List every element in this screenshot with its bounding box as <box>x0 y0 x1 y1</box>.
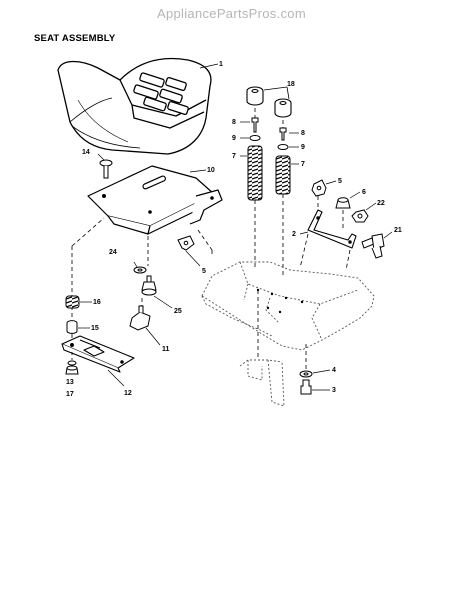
callout-22: 22 <box>377 200 385 207</box>
washer <box>299 370 313 378</box>
callout-24: 24 <box>109 249 117 256</box>
callout-25: 25 <box>174 308 182 315</box>
hinge-bolt <box>99 159 113 179</box>
callout-18: 18 <box>287 81 295 88</box>
nut <box>65 365 79 375</box>
seat-bracket <box>307 209 357 249</box>
spring <box>247 145 291 201</box>
callout-8a: 8 <box>232 119 236 126</box>
spring <box>65 295 80 309</box>
callout-4: 4 <box>332 367 336 374</box>
callout-5a: 5 <box>338 178 342 185</box>
callout-11: 11 <box>162 346 170 353</box>
callout-7a: 7 <box>232 153 236 160</box>
callout-13: 13 <box>66 379 74 386</box>
seat-pan <box>87 165 223 235</box>
washer <box>133 266 147 274</box>
slide-plate <box>61 335 135 373</box>
callout-12: 12 <box>124 390 132 397</box>
callout-9b: 9 <box>301 144 305 151</box>
callout-7b: 7 <box>301 161 305 168</box>
callout-14: 14 <box>82 149 90 156</box>
callout-3: 3 <box>332 387 336 394</box>
shoulder-bolt <box>361 233 385 259</box>
callout-9a: 9 <box>232 135 236 142</box>
callout-10: 10 <box>207 167 215 174</box>
clamp <box>177 235 195 251</box>
nut <box>351 209 369 223</box>
spacer <box>66 320 78 334</box>
diagram-title: SEAT ASSEMBLY <box>34 33 116 44</box>
callout-16: 16 <box>93 299 101 306</box>
washer <box>249 135 289 150</box>
knob-stud <box>141 275 157 296</box>
bolt <box>300 379 312 395</box>
callout-6: 6 <box>362 189 366 196</box>
callout-5b: 5 <box>202 268 206 275</box>
nut <box>335 197 351 209</box>
callout-17: 17 <box>66 391 74 398</box>
callout-2: 2 <box>292 231 296 238</box>
adjustment-knob <box>129 305 151 331</box>
fender-outline <box>201 261 375 407</box>
seat <box>57 57 212 155</box>
mount-hole <box>256 288 304 314</box>
bushing <box>246 86 292 118</box>
callout-1: 1 <box>219 61 223 68</box>
clamp <box>311 179 327 197</box>
washer <box>67 360 77 366</box>
watermark: AppliancePartsPros.com <box>157 6 306 21</box>
callout-21: 21 <box>394 227 402 234</box>
callout-8b: 8 <box>301 130 305 137</box>
bolt <box>251 117 287 141</box>
callout-15: 15 <box>91 325 99 332</box>
